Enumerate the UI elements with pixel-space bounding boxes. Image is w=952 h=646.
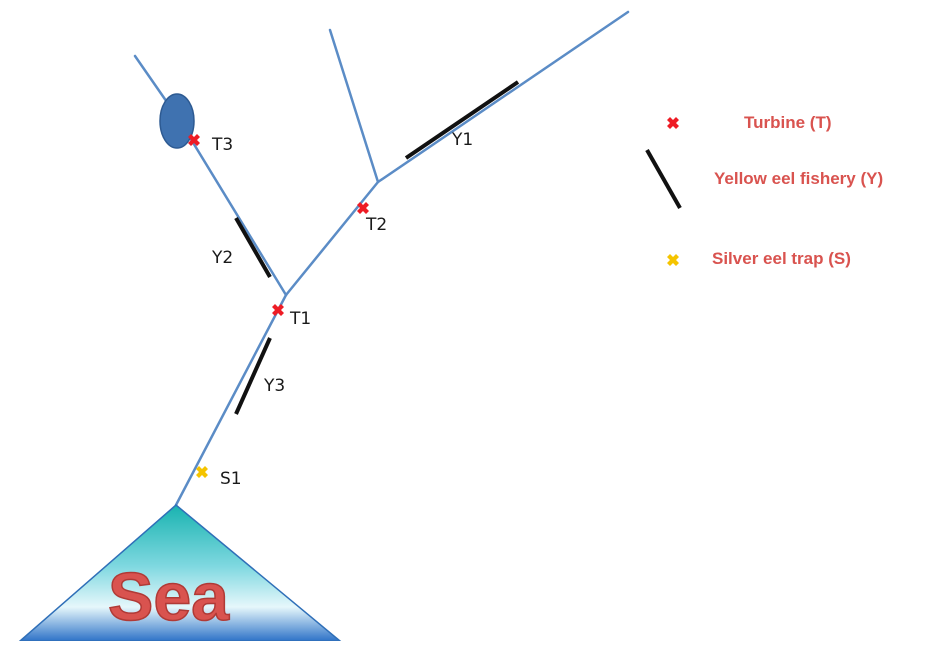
label-t3: T3 [211, 135, 233, 155]
river-network [133, 10, 630, 507]
fishery-segment-y2 [234, 217, 272, 278]
label-s1: S1 [220, 469, 242, 489]
trap-marker-s1 [196, 466, 208, 478]
label-y2: Y2 [211, 248, 233, 268]
turbine-marker-t3 [188, 134, 200, 146]
turbine-marker-t2 [357, 202, 369, 214]
fishery-segment-y1 [404, 80, 520, 160]
label-t1: T1 [289, 309, 311, 329]
turbines [188, 134, 369, 316]
legend-fishery-label: Yellow eel fishery (Y) [714, 169, 883, 188]
river-main-lower [174, 293, 288, 507]
legend: Turbine (T) Yellow eel fishery (Y) Silve… [645, 113, 883, 268]
river-left-branch [176, 116, 288, 297]
turbine-marker-t1 [272, 304, 284, 316]
legend-turbine-label: Turbine (T) [744, 113, 832, 132]
legend-turbine-icon [667, 117, 679, 129]
sea: Sea [17, 504, 343, 642]
label-y3: Y3 [263, 376, 285, 396]
fishery-segments [234, 80, 520, 415]
river-upper-right [376, 10, 630, 184]
sea-label: Sea [108, 559, 230, 635]
label-t2: T2 [365, 215, 387, 235]
legend-trap-icon [667, 254, 679, 266]
fishery-segment-y3 [234, 337, 272, 415]
label-y1: Y1 [451, 130, 473, 150]
river-upper-left [328, 28, 380, 184]
legend-trap-label: Silver eel trap (S) [712, 249, 851, 268]
river-right-branch [284, 180, 380, 297]
lake-ellipse [159, 93, 195, 149]
legend-fishery-icon [645, 149, 682, 209]
